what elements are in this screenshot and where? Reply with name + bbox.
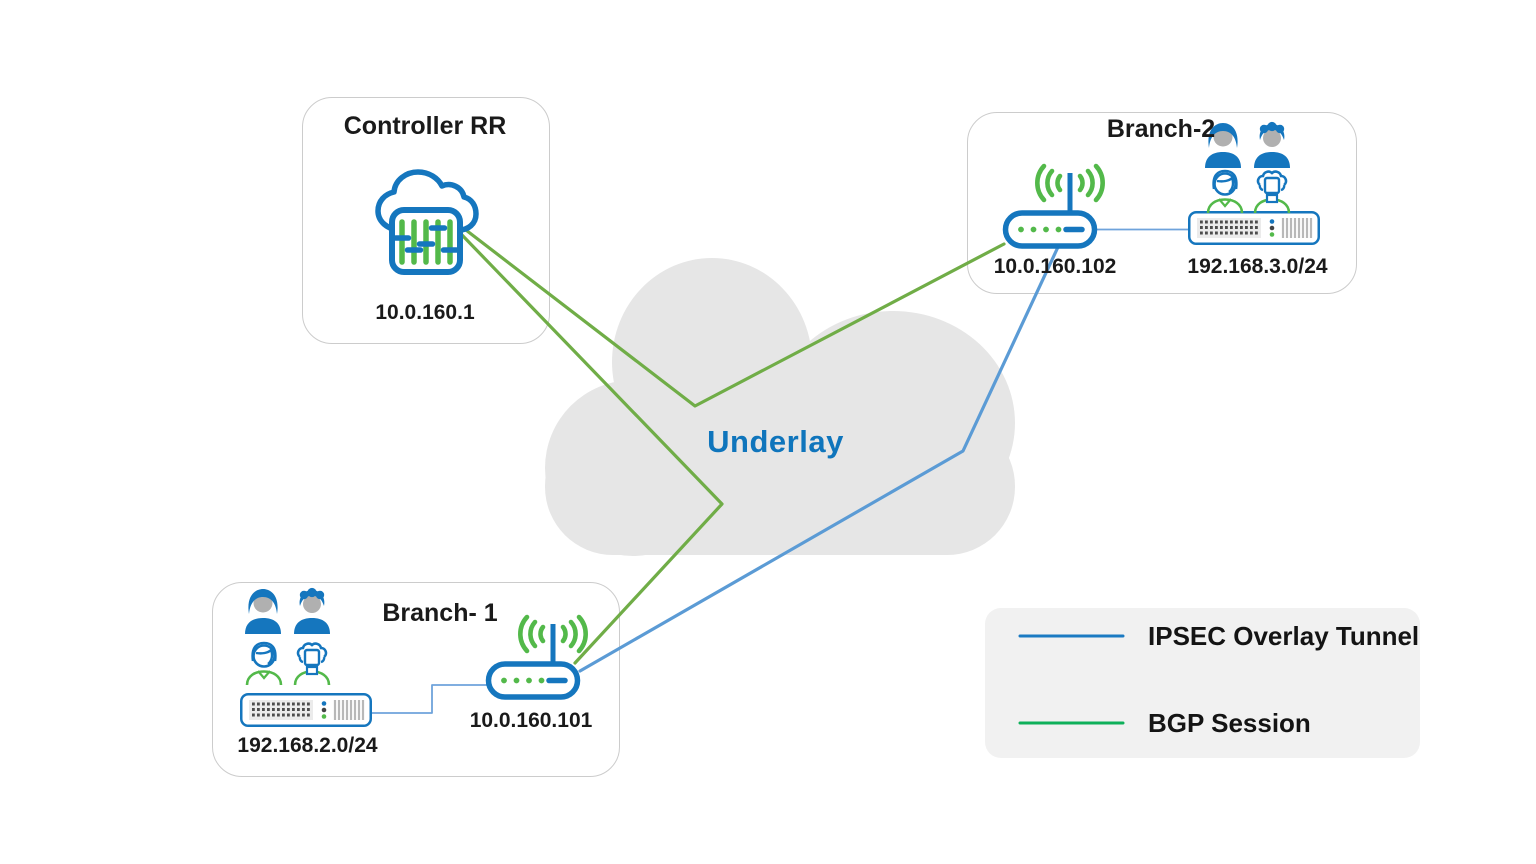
- bgp-session-line-sample: [1018, 721, 1125, 725]
- branch-2-router-ip: 10.0.160.102: [993, 255, 1117, 278]
- branch-1-lan-subnet: 192.168.2.0/24: [237, 734, 378, 757]
- branch-2-title: Branch-2: [1106, 115, 1216, 143]
- controller-rr-ip: 10.0.160.1: [375, 301, 475, 324]
- branch-1-title: Branch- 1: [382, 599, 498, 627]
- ipsec-tunnel-line-sample: [1018, 634, 1125, 638]
- legend-label-ipsec: IPSEC Overlay Tunnel: [1148, 620, 1420, 651]
- branch-1-router-ip: 10.0.160.101: [469, 709, 593, 732]
- branch-2-lan-subnet: 192.168.3.0/24: [1187, 255, 1328, 278]
- legend-label-bgp: BGP Session: [1148, 707, 1311, 738]
- controller-rr-title: Controller RR: [343, 112, 507, 140]
- legend-item-ipsec: IPSEC Overlay Tunnel: [1018, 620, 1419, 652]
- legend-item-bgp: BGP Session: [1018, 707, 1311, 739]
- underlay-cloud-label: Underlay: [707, 424, 844, 459]
